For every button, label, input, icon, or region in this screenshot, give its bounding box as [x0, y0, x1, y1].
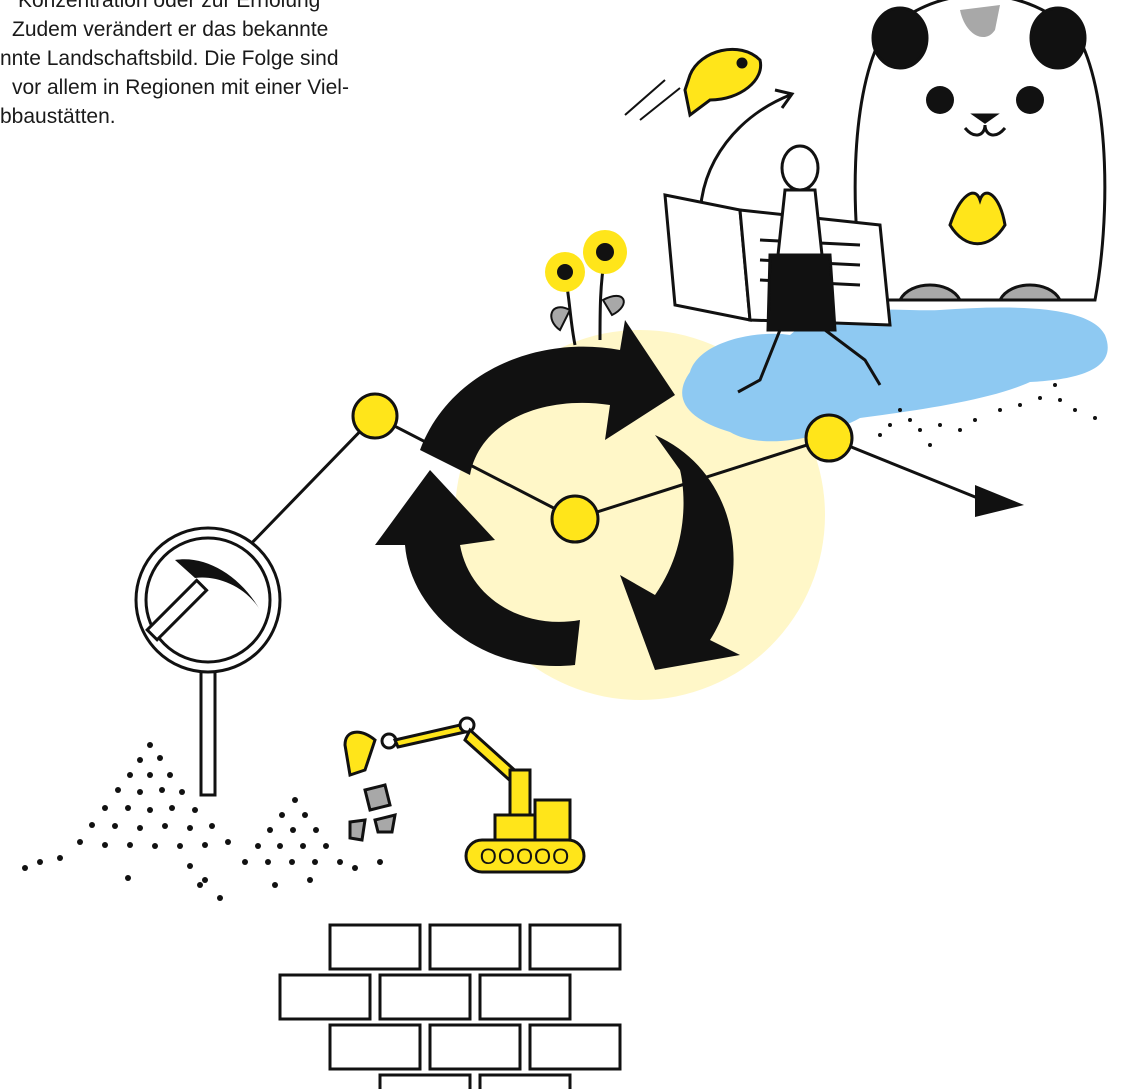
text-line-5: bbaustätten.	[0, 105, 116, 128]
nodes	[351, 392, 854, 544]
text-line-3: nnte Landschaftsbild. Die Folge sind	[0, 47, 339, 70]
sunflower-icon	[545, 230, 627, 346]
node-1	[351, 392, 399, 440]
text-line-1: Konzentration oder zur Erholung	[18, 0, 321, 12]
gravel-right	[242, 797, 383, 888]
falling-rocks	[348, 783, 397, 842]
recycle-arrows-icon	[375, 320, 740, 670]
node-2	[550, 494, 600, 544]
excavator-wheels: OOOOO	[480, 844, 571, 869]
gravel-left	[22, 742, 231, 901]
article-text: Konzentration oder zur Erholung Zudem ve…	[0, 0, 470, 131]
arrow-head	[975, 485, 1024, 517]
water-puddle	[682, 307, 1108, 442]
fish-icon	[624, 47, 763, 121]
jump-arrow-head	[774, 88, 795, 109]
jump-arrow	[698, 93, 791, 221]
girl-figure	[737, 144, 882, 394]
gravel-water	[878, 383, 1097, 447]
excavator-icon	[343, 716, 586, 874]
text-line-4: vor allem in Regionen mit einer Viel-	[12, 76, 349, 99]
brick-wall-icon	[278, 923, 622, 1089]
node-3	[804, 413, 854, 463]
text-line-2: Zudem verändert er das bekannte	[12, 18, 329, 41]
hamster-icon	[853, 0, 1107, 302]
pickaxe-sign-icon	[134, 526, 282, 797]
